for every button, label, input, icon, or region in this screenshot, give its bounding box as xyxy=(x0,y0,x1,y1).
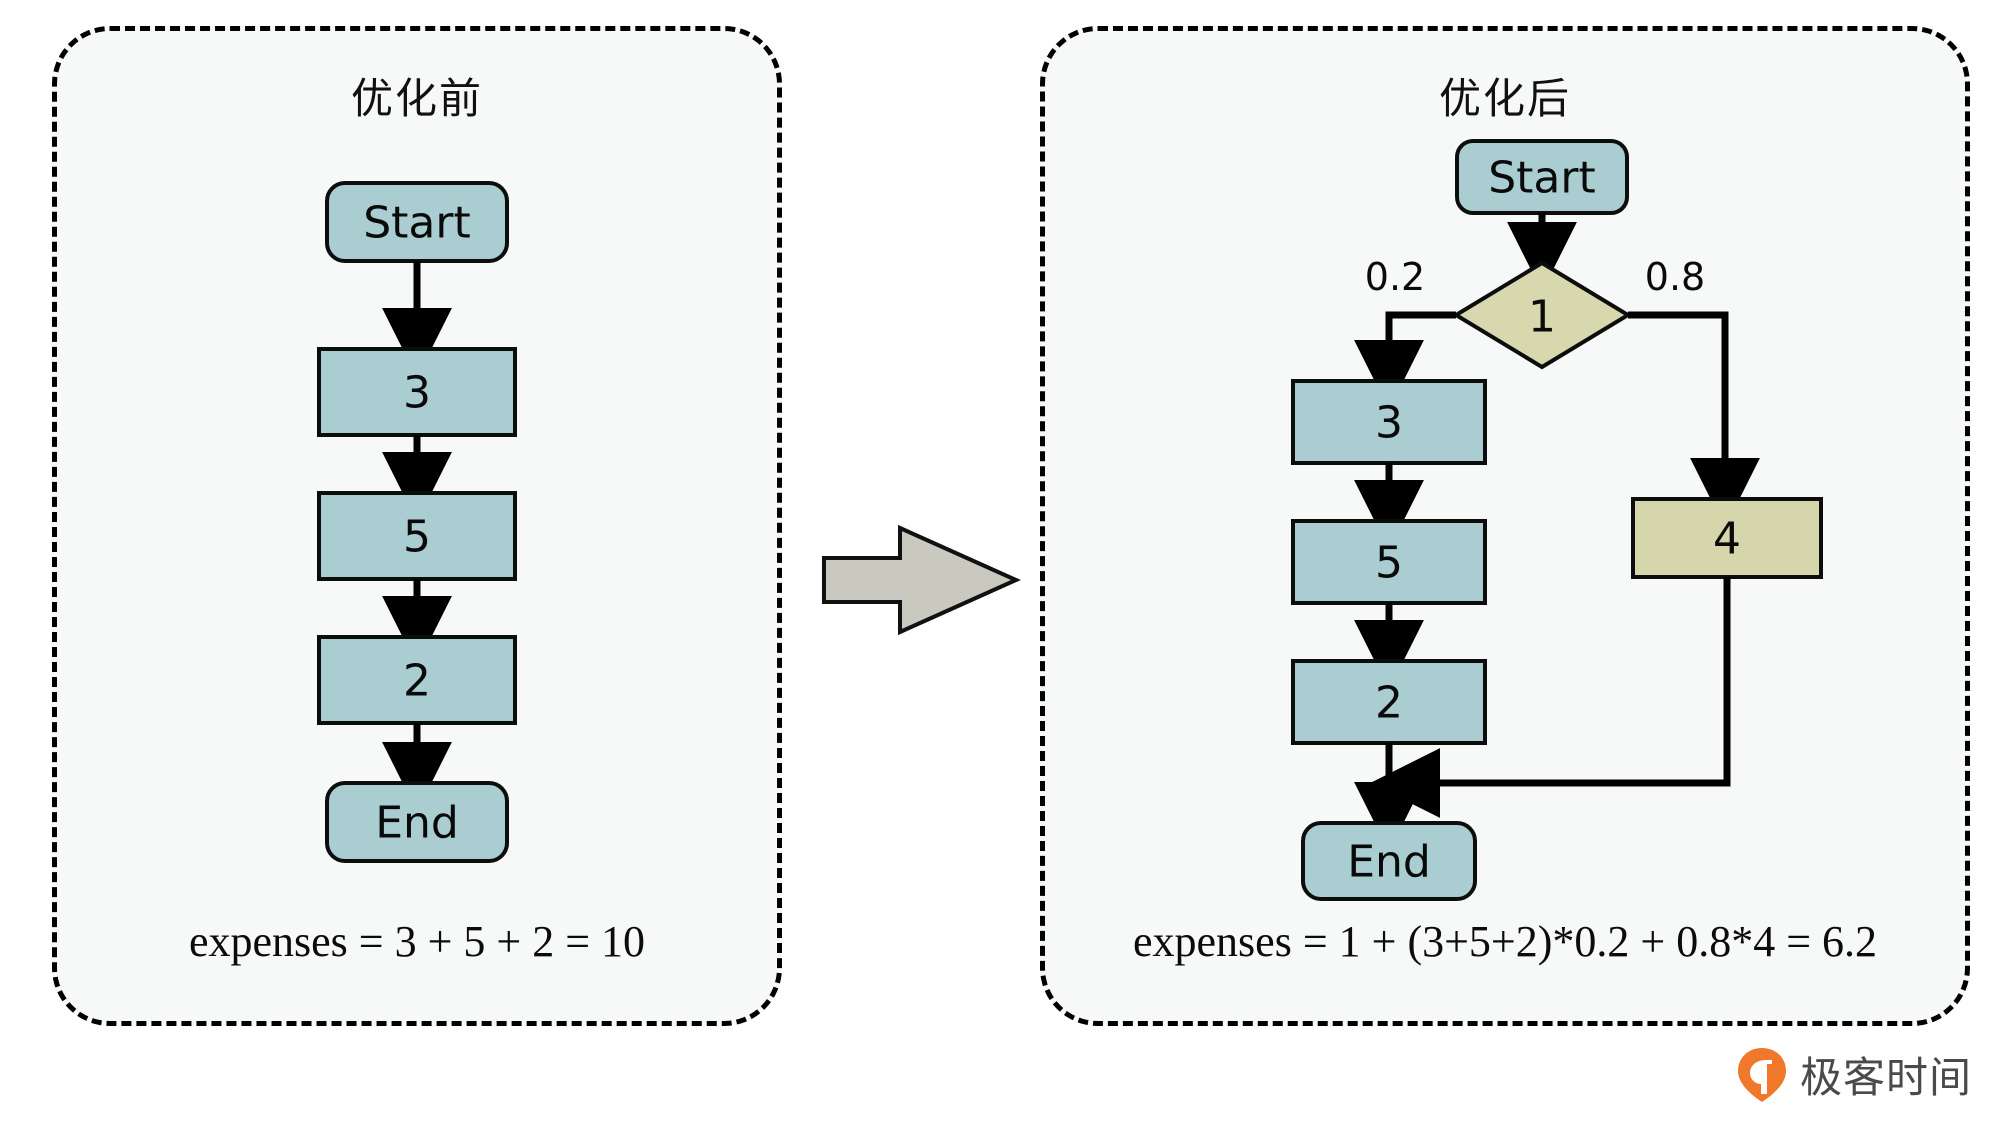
node-label: 3 xyxy=(1375,398,1403,449)
node-before-2: 2 xyxy=(317,635,517,725)
node-after-3: 3 xyxy=(1291,379,1487,465)
formula-before: expenses = 3 + 5 + 2 = 10 xyxy=(188,917,646,966)
edge-4-to-end-merge xyxy=(1370,577,1731,818)
panel-before-title: 优化前 xyxy=(350,74,483,123)
node-before-start: Start xyxy=(325,181,509,263)
formula-after: expenses = 1 + (3+5+2)*0.2 + 0.8*4 = 6.2 xyxy=(1132,917,1878,966)
node-label: Start xyxy=(1488,153,1596,204)
node-label: 5 xyxy=(403,512,431,563)
node-after-start: Start xyxy=(1455,139,1629,215)
node-after-2: 2 xyxy=(1291,659,1487,745)
flowchart-after: Start 1 0.2 0.8 3 5 xyxy=(1291,139,1823,901)
node-label: 2 xyxy=(403,656,431,707)
brand-name: 极客时间 xyxy=(1799,1053,1972,1102)
flowchart-before: Start 3 5 2 End xyxy=(317,181,517,863)
node-after-4: 4 xyxy=(1631,497,1823,579)
node-label: Start xyxy=(363,198,471,249)
node-before-3: 3 xyxy=(317,347,517,437)
node-after-end: End xyxy=(1301,821,1477,901)
node-label: 3 xyxy=(403,368,431,419)
panel-after-title: 优化后 xyxy=(1438,74,1571,123)
node-label: 5 xyxy=(1375,538,1403,589)
node-label: 2 xyxy=(1375,678,1403,729)
node-label: 4 xyxy=(1713,514,1741,565)
edge-label-0-2: 0.2 xyxy=(1365,255,1425,299)
geektime-logo-icon xyxy=(1737,1047,1786,1102)
edge-label-0-8: 0.8 xyxy=(1645,255,1705,299)
brand-watermark: 极客时间 xyxy=(1736,1044,1972,1105)
panel-before-optimization: 优化前 Start 3 5 xyxy=(52,26,782,1026)
panel-after-optimization: 优化后 Start 1 0.2 0.8 xyxy=(1040,26,1970,1026)
edge-decision-to-4 xyxy=(1628,311,1760,528)
node-before-5: 5 xyxy=(317,491,517,581)
node-label: 1 xyxy=(1528,292,1556,343)
edge-decision-to-3 xyxy=(1354,311,1456,410)
node-before-end: End xyxy=(325,781,509,863)
node-after-decision: 1 xyxy=(1452,260,1632,370)
transition-arrow-icon xyxy=(822,524,1021,636)
node-after-5: 5 xyxy=(1291,519,1487,605)
node-label: End xyxy=(375,798,459,849)
node-label: End xyxy=(1347,837,1431,888)
